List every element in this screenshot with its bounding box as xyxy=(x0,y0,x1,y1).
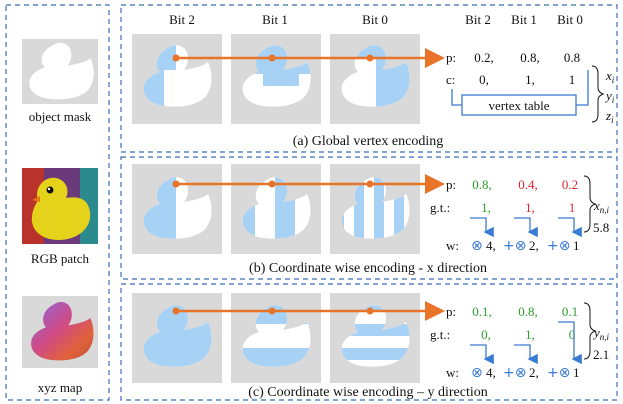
x-gt-2: 1 xyxy=(569,200,576,215)
y-p-0: 0.1, xyxy=(472,304,492,319)
y-out-var: y xyxy=(592,325,600,340)
svg-text:⊗: ⊗ xyxy=(471,238,483,254)
x-gt-label: g.t.: xyxy=(430,200,450,215)
label-object-mask: object mask xyxy=(29,109,92,124)
panel-c-bit2-square xyxy=(132,293,222,383)
global-c-2: 1 xyxy=(569,72,576,87)
y-out-sub: n,i xyxy=(600,332,610,342)
x-out-sub: n,i xyxy=(600,205,610,215)
x-out-value: 5.8 xyxy=(593,220,609,235)
bit-header-2: Bit 2 xyxy=(169,12,195,27)
x-w-1: 2, xyxy=(529,238,539,253)
svg-text:yi: yi xyxy=(604,88,615,105)
global-p-1: 0.8, xyxy=(520,50,540,65)
panel-b-border xyxy=(120,156,618,280)
y-w-0: 4, xyxy=(486,365,496,380)
vertex-table-box xyxy=(461,94,577,116)
x-gt-0: 1, xyxy=(481,200,491,215)
svg-text:⊗: ⊗ xyxy=(471,365,483,381)
x-w-2: 1 xyxy=(573,238,580,253)
rgb-patch-thumbnail xyxy=(22,168,98,244)
global-header-bit1: Bit 1 xyxy=(511,12,537,27)
panel-b-bit0-square xyxy=(330,164,420,254)
x-brace xyxy=(583,175,597,233)
global-c-0: 0, xyxy=(479,72,489,87)
xyz-z: z xyxy=(605,108,611,123)
svg-text:zi: zi xyxy=(605,108,614,125)
svg-text:xn,i: xn,i xyxy=(593,198,610,215)
global-p-label: p: xyxy=(446,50,456,65)
x-w-label: w: xyxy=(446,238,459,253)
y-w-label: w: xyxy=(446,365,459,380)
xyz-map-thumbnail xyxy=(22,296,98,368)
xyz-y: y xyxy=(604,88,612,103)
panel-c-bit1-square xyxy=(231,293,321,383)
x-gt-1: 1, xyxy=(525,200,535,215)
panel-a-bit0-square xyxy=(330,34,420,124)
global-header-bit0: Bit 0 xyxy=(557,12,583,27)
svg-text:+⊗: +⊗ xyxy=(547,238,570,254)
panel-a-border xyxy=(120,4,618,153)
y-gt-label: g.t.: xyxy=(430,327,450,342)
vertex-table-connector xyxy=(451,70,589,106)
y-gt-2: 0 xyxy=(569,327,576,342)
y-p-1: 0.8, xyxy=(518,304,538,319)
caption-c: (c) Coordinate wise encoding – y directi… xyxy=(248,385,487,400)
panel-b-bit2-square xyxy=(132,164,222,254)
label-xyz-map: xyz map xyxy=(38,380,82,395)
y-w-2: 1 xyxy=(573,365,580,380)
global-header-bit2: Bit 2 xyxy=(465,12,491,27)
svg-text:+⊗: +⊗ xyxy=(503,365,526,381)
bit-header-0: Bit 0 xyxy=(362,12,388,27)
y-w-1: 2, xyxy=(529,365,539,380)
caption-b: (b) Coordinate wise encoding - x directi… xyxy=(249,261,487,276)
svg-text:xi: xi xyxy=(605,68,615,85)
y-out-value: 2.1 xyxy=(593,347,609,362)
svg-text:yn,i: yn,i xyxy=(592,325,610,342)
xyz-y-sub: i xyxy=(612,95,615,105)
xyz-x-sub: i xyxy=(612,75,615,85)
panel-c-border xyxy=(120,283,618,401)
global-c-1: 1, xyxy=(525,72,535,87)
y-p-label: p: xyxy=(446,304,456,319)
panel-c-bit0-square xyxy=(330,293,420,383)
svg-text:+⊗: +⊗ xyxy=(547,365,570,381)
vertex-table-label: vertex table xyxy=(489,98,550,113)
x-p-0: 0.8, xyxy=(472,177,492,192)
y-gt-0: 0, xyxy=(481,327,491,342)
x-out-var: x xyxy=(593,198,600,213)
svg-text:+⊗: +⊗ xyxy=(503,238,526,254)
x-p-label: p: xyxy=(446,177,456,192)
y-gt-1: 1, xyxy=(525,327,535,342)
bit-header-1: Bit 1 xyxy=(262,12,288,27)
xyz-z-sub: i xyxy=(611,115,614,125)
y-p-2: 0.1 xyxy=(562,304,578,319)
global-c-label: c: xyxy=(446,72,455,87)
left-panel-border xyxy=(5,4,110,401)
caption-a: (a) Global vertex encoding xyxy=(293,134,443,149)
object-mask-thumbnail xyxy=(22,39,98,104)
panel-a-bit1-square xyxy=(231,34,321,124)
x-p-2: 0.2 xyxy=(562,177,578,192)
xyz-brace xyxy=(591,65,605,123)
panel-b-bit1-square xyxy=(231,164,321,254)
x-w-0: 4, xyxy=(486,238,496,253)
global-p-2: 0.8 xyxy=(564,50,580,65)
xyz-x: x xyxy=(605,68,612,83)
panel-a-bit2-square xyxy=(132,34,222,124)
global-p-0: 0.2, xyxy=(474,50,494,65)
y-brace xyxy=(583,302,597,360)
x-p-1: 0.4, xyxy=(518,177,538,192)
label-rgb-patch: RGB patch xyxy=(31,251,90,266)
